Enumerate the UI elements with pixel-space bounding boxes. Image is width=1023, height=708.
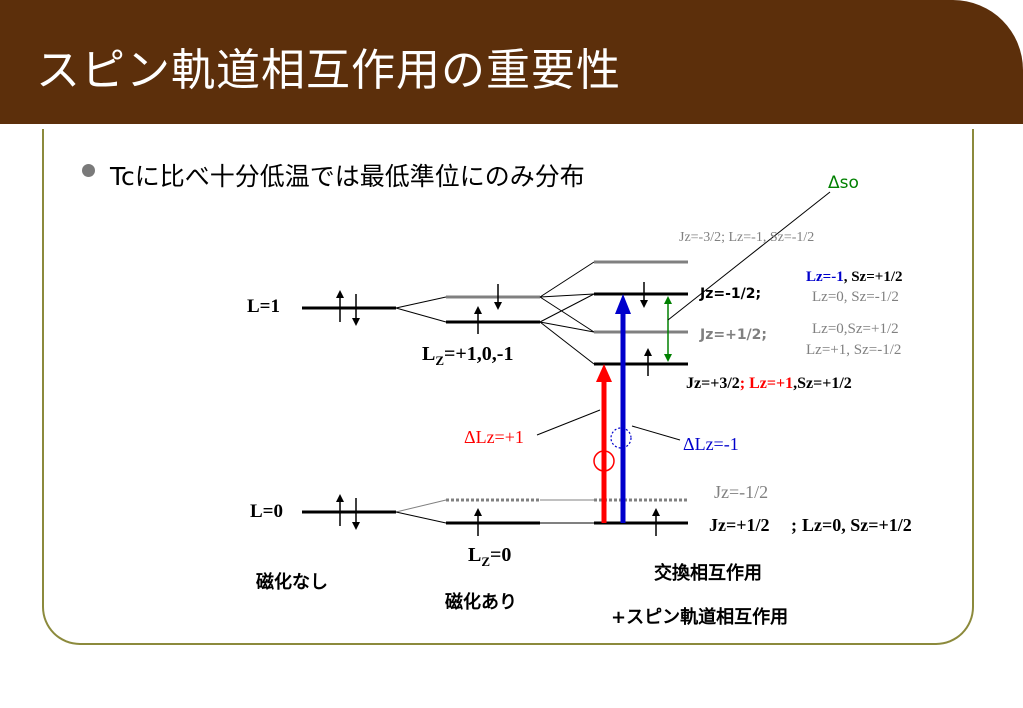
jz-p1-2-upper-label: Jz=+1/2; <box>700 327 768 343</box>
lz-m1-text: Lz=-1 <box>806 269 844 285</box>
lower-sep: ; <box>791 515 797 535</box>
lower-state-label: Lz=0, Sz=+1/2 <box>802 515 912 535</box>
mag-label: 磁化あり <box>445 592 517 613</box>
ground-upper-label: Jz=+3/2; Lz=+1,Sz=+1/2 <box>686 376 852 392</box>
bullet-text: Tcに比べ十分低温では最低準位にのみ分布 <box>110 162 585 191</box>
no-mag-label: 磁化なし <box>256 572 328 593</box>
title-bar <box>0 0 1023 124</box>
sep-text: ; <box>739 375 746 392</box>
red-circle <box>593 450 615 472</box>
title-rule <box>0 124 905 130</box>
l0-label: L=0 <box>250 501 283 522</box>
spin-orbit-label: +スピン軌道相互作用 <box>611 607 789 628</box>
sz-text: , Sz=+1/2 <box>843 269 903 285</box>
jz-m3-2-label: Jz=-3/2; Lz=-1, Sz=-1/2 <box>679 230 815 245</box>
delta-lz-p1-label: ΔLz=+1 <box>464 427 524 447</box>
content-frame <box>42 129 974 645</box>
blue-dotted-circle <box>610 427 632 449</box>
delta-lz-m1-label: ΔLz=-1 <box>683 434 739 454</box>
sz-p1-2-text: ,Sz=+1/2 <box>793 375 852 392</box>
delta-so-label: Δso <box>828 173 859 193</box>
jz-p1-2-lower-label: Jz=+1/2 <box>709 515 770 535</box>
slide-title: スピン軌道相互作用の重要性 <box>36 45 621 96</box>
lz-upper-label: LZ=+1,0,-1 <box>422 343 514 368</box>
jz-p3-2-text: Jz=+3/2 <box>686 375 740 392</box>
jz-m1-2-upper-label: Jz=-1/2; <box>700 286 762 302</box>
jz-m1-2-lower-label: Jz=-1/2 <box>714 482 769 502</box>
lz-p1-text: Lz=+1 <box>749 375 794 392</box>
l1-label: L=1 <box>247 296 280 317</box>
bullet-icon <box>82 164 95 177</box>
top-right-label: Lz=-1, Sz=+1/2 <box>806 270 902 285</box>
lz0-sz-m1-2-label: Lz=0, Sz=-1/2 <box>812 289 899 305</box>
exchange-label: 交換相互作用 <box>654 563 762 584</box>
lz0-sz-p1-2-label: Lz=0,Sz=+1/2 <box>812 321 899 337</box>
lz-p1-sz-m1-2-label: Lz=+1, Sz=-1/2 <box>806 342 902 358</box>
lz0-label: LZ=0 <box>468 544 512 569</box>
